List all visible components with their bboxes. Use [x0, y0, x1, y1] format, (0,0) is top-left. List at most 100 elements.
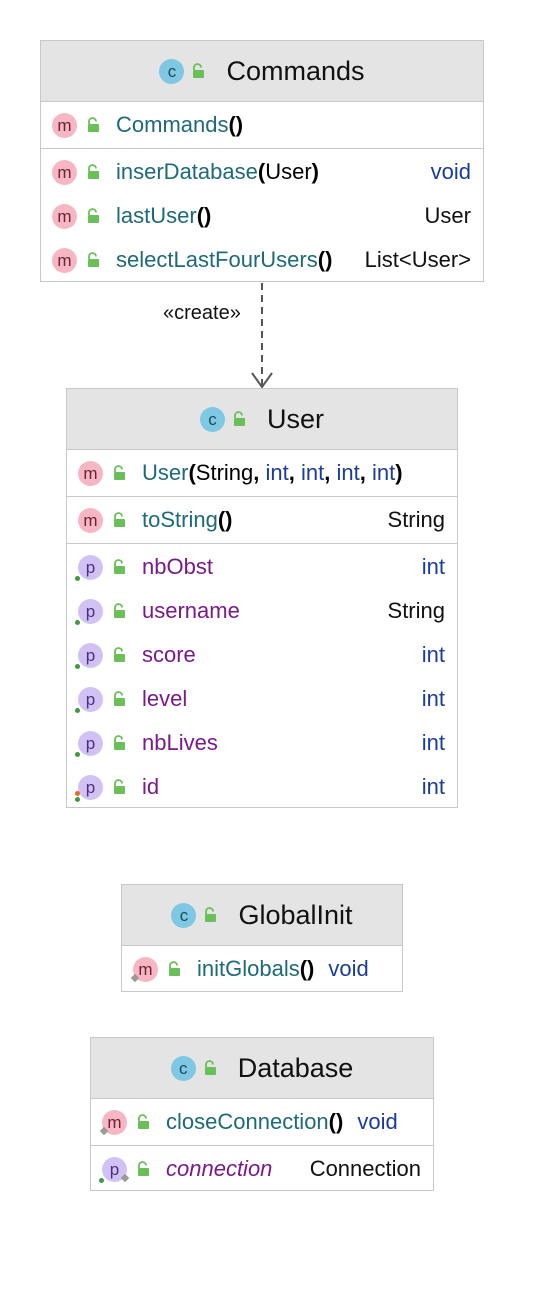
- field-name: nbObst: [142, 554, 213, 579]
- field-row[interactable]: p username String: [67, 589, 457, 633]
- property-icon: p: [75, 730, 103, 757]
- method-row[interactable]: m closeConnection () void: [91, 1100, 433, 1144]
- constructors-section: m Commands (): [41, 102, 483, 149]
- methods-section: m toString () String: [67, 497, 457, 544]
- static-property-icon: p: [99, 1156, 130, 1183]
- constructor-param: String: [195, 460, 254, 485]
- lock-icon: [113, 779, 126, 795]
- field-type: int: [421, 554, 445, 579]
- lock-icon: [87, 117, 100, 133]
- field-type: Connection: [309, 1156, 421, 1181]
- constructor-param: int: [300, 460, 325, 485]
- property-icon: p: [75, 642, 103, 669]
- method-icon: m: [52, 112, 77, 138]
- method-name: selectLastFourUsers: [116, 247, 318, 272]
- constructor-row[interactable]: m User ( String , int , int , int , int …: [67, 451, 457, 495]
- package-private-dot: [75, 796, 80, 802]
- method-icon: m: [52, 203, 77, 229]
- lock-icon: [233, 411, 246, 427]
- class-user[interactable]: c User m User ( String , int , int , int…: [66, 388, 458, 808]
- field-row[interactable]: p nbLives int: [67, 721, 457, 765]
- param-separator: ,: [253, 460, 266, 485]
- method-paren-close: ): [311, 159, 319, 184]
- constructor-paren-close: ): [395, 460, 403, 485]
- method-row[interactable]: m toString () String: [67, 498, 457, 542]
- field-row[interactable]: p connection Connection: [91, 1147, 433, 1191]
- method-icon: m: [78, 507, 103, 533]
- lock-icon: [113, 647, 126, 663]
- methods-section: m inserDatabase ( User ) void m lastUser…: [41, 149, 483, 283]
- field-type: String: [387, 598, 445, 623]
- field-type: int: [421, 730, 445, 755]
- param-separator: ,: [324, 460, 337, 485]
- method-param: User: [265, 159, 312, 184]
- static-diamond-icon: [120, 1173, 130, 1182]
- method-name: lastUser: [116, 203, 197, 228]
- field-name: username: [142, 598, 240, 623]
- field-name: score: [142, 642, 196, 667]
- package-private-dot: [75, 663, 80, 669]
- class-header: c Database: [91, 1038, 433, 1099]
- field-type: int: [421, 774, 445, 799]
- class-header: c User: [67, 389, 457, 450]
- constructor-params: (): [228, 112, 244, 137]
- package-private-dot: [75, 707, 80, 713]
- property-icon: p: [75, 774, 103, 802]
- class-database[interactable]: c Database m closeConnection () void p c…: [90, 1037, 434, 1191]
- method-return-type: List<User>: [364, 247, 471, 272]
- field-row[interactable]: p id int: [67, 765, 457, 809]
- field-type: int: [421, 686, 445, 711]
- method-name: closeConnection: [166, 1109, 329, 1134]
- package-private-dot: [75, 751, 80, 757]
- constructor-paren-open: (: [188, 460, 196, 485]
- method-return-type: User: [424, 203, 471, 228]
- method-return-type: void: [328, 956, 369, 981]
- package-private-dot: [75, 575, 80, 581]
- method-params: (): [317, 247, 333, 272]
- fields-section: p nbObst int p username String p score i…: [67, 544, 457, 810]
- method-params: (): [299, 956, 315, 981]
- method-return-type: void: [430, 159, 471, 184]
- class-icon: c: [170, 1055, 196, 1081]
- lock-icon: [137, 1114, 150, 1130]
- method-return-type: void: [357, 1109, 398, 1134]
- package-private-dot: [99, 1177, 104, 1183]
- method-name: toString: [142, 507, 218, 532]
- class-name: Commands: [226, 55, 365, 86]
- method-row[interactable]: m initGlobals () void: [122, 947, 402, 991]
- method-row[interactable]: m lastUser () User: [41, 194, 483, 238]
- method-params: (): [328, 1109, 344, 1134]
- methods-section: m closeConnection () void: [91, 1099, 433, 1146]
- fields-section: p connection Connection: [91, 1146, 433, 1192]
- property-icon: p: [75, 686, 103, 713]
- field-row[interactable]: p level int: [67, 677, 457, 721]
- method-params: (): [196, 203, 212, 228]
- constructor-name: User: [142, 460, 189, 485]
- field-name: id: [142, 774, 160, 799]
- class-globalinit[interactable]: c GlobalInit m initGlobals () void: [121, 884, 403, 992]
- constructor-row[interactable]: m Commands (): [41, 103, 483, 147]
- method-return-type: String: [387, 507, 445, 532]
- method-row[interactable]: m inserDatabase ( User ) void: [41, 150, 483, 194]
- class-commands[interactable]: c Commands m Commands () m inserDatabase…: [40, 40, 484, 282]
- field-type: int: [421, 642, 445, 667]
- method-icon: m: [78, 460, 103, 486]
- static-method-icon: m: [99, 1109, 127, 1135]
- lock-icon: [113, 465, 126, 481]
- package-private-dot: [75, 619, 80, 625]
- class-name: GlobalInit: [238, 899, 353, 930]
- method-name: initGlobals: [197, 956, 300, 981]
- field-row[interactable]: p nbObst int: [67, 545, 457, 589]
- class-icon: c: [171, 902, 197, 928]
- class-name: User: [266, 403, 324, 434]
- method-row[interactable]: m selectLastFourUsers () List<User>: [41, 238, 483, 282]
- class-header: c Commands: [41, 41, 483, 102]
- dependency-arrowhead: [251, 372, 273, 389]
- method-icon: m: [52, 247, 77, 273]
- field-name: level: [142, 686, 188, 711]
- class-header: c GlobalInit: [122, 885, 402, 946]
- class-icon: c: [159, 58, 185, 84]
- lock-icon: [168, 961, 181, 977]
- property-icon: p: [75, 554, 103, 581]
- field-row[interactable]: p score int: [67, 633, 457, 677]
